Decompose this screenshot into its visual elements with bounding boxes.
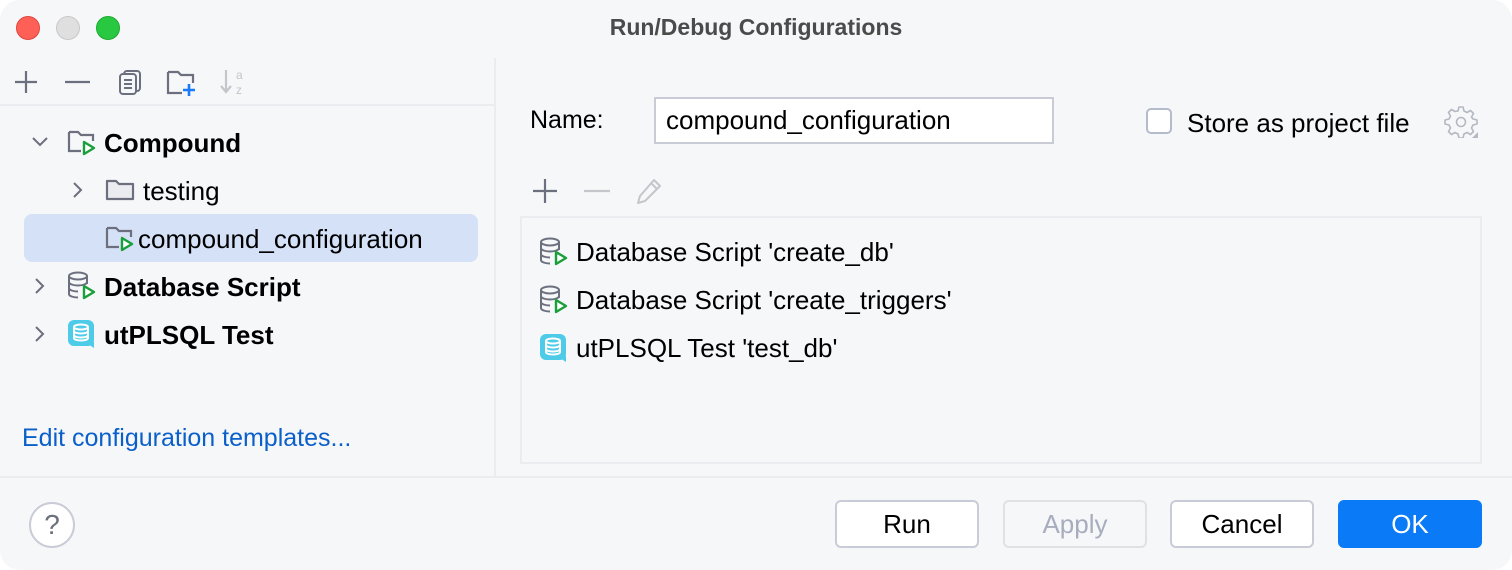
compound-run-icon	[66, 126, 98, 158]
tree-item-database-script[interactable]: Database Script	[0, 262, 495, 310]
database-run-icon	[538, 236, 570, 268]
database-run-icon	[66, 270, 98, 302]
store-as-project-file-label[interactable]: Store as project file	[1187, 108, 1410, 138]
footer-divider	[0, 476, 1512, 478]
compound-run-icon	[104, 222, 136, 254]
chevron-right-icon[interactable]	[68, 180, 88, 200]
svg-text:z: z	[236, 83, 242, 97]
tree-item-testing[interactable]: testing	[0, 166, 495, 214]
configurations-sidebar: a z Compound	[0, 56, 495, 476]
tree-item-compound[interactable]: Compound	[0, 118, 495, 166]
gear-icon[interactable]	[1444, 104, 1478, 139]
window-title: Run/Debug Configurations	[609, 14, 903, 40]
store-as-project-file-checkbox[interactable]	[1146, 108, 1172, 134]
maximize-window-button[interactable]	[96, 16, 120, 40]
minimize-window-button[interactable]	[56, 16, 80, 40]
add-icon[interactable]	[10, 66, 42, 98]
tree-item-label: testing	[143, 176, 220, 206]
chevron-down-icon[interactable]	[30, 132, 50, 152]
chevron-right-icon[interactable]	[30, 324, 50, 344]
folder-icon	[104, 174, 136, 206]
list-item-create-triggers[interactable]: Database Script 'create_triggers'	[538, 278, 952, 322]
name-label: Name:	[530, 106, 604, 134]
help-button[interactable]: ?	[29, 502, 75, 548]
run-button[interactable]: Run	[835, 500, 979, 548]
svg-text:a: a	[236, 68, 243, 82]
name-input[interactable]	[654, 97, 1054, 144]
list-item-test-db[interactable]: utPLSQL Test 'test_db'	[538, 326, 837, 370]
edit-configuration-templates-link[interactable]: Edit configuration templates...	[22, 424, 352, 452]
edit-icon[interactable]	[634, 176, 664, 206]
close-window-button[interactable]	[16, 16, 40, 40]
list-item-label: utPLSQL Test 'test_db'	[576, 332, 838, 363]
sort-alpha-icon[interactable]: a z	[218, 66, 250, 98]
list-item-create-db[interactable]: Database Script 'create_db'	[538, 230, 894, 274]
cancel-button[interactable]: Cancel	[1170, 500, 1314, 548]
database-run-icon	[538, 284, 570, 316]
panel-divider[interactable]	[494, 58, 496, 476]
ok-button[interactable]: OK	[1338, 500, 1482, 548]
tree-item-compound-configuration[interactable]: compound_configuration	[24, 214, 478, 262]
remove-config-icon[interactable]	[582, 176, 612, 206]
remove-icon[interactable]	[61, 66, 93, 98]
new-folder-icon[interactable]	[166, 66, 198, 98]
configuration-details-panel: Name: Store as project file	[496, 56, 1512, 476]
add-config-icon[interactable]	[530, 176, 560, 206]
title-bar: Run/Debug Configurations	[0, 0, 1512, 56]
sidebar-toolbar: a z	[0, 56, 495, 106]
compound-configurations-list: Database Script 'create_db' Database Scr…	[520, 216, 1482, 464]
apply-button[interactable]: Apply	[1003, 500, 1147, 548]
copy-icon[interactable]	[114, 66, 146, 98]
tree-item-label: Database Script	[104, 272, 301, 302]
tree-item-label: Compound	[104, 128, 242, 158]
tree-item-label: utPLSQL Test	[104, 320, 274, 350]
chevron-right-icon[interactable]	[30, 276, 50, 296]
tree-item-label: compound_configuration	[138, 224, 423, 254]
utplsql-icon	[538, 332, 570, 364]
tree-item-utplsql-test[interactable]: utPLSQL Test	[0, 310, 495, 358]
list-item-label: Database Script 'create_triggers'	[576, 284, 952, 315]
list-item-label: Database Script 'create_db'	[576, 236, 894, 267]
utplsql-icon	[66, 318, 98, 350]
